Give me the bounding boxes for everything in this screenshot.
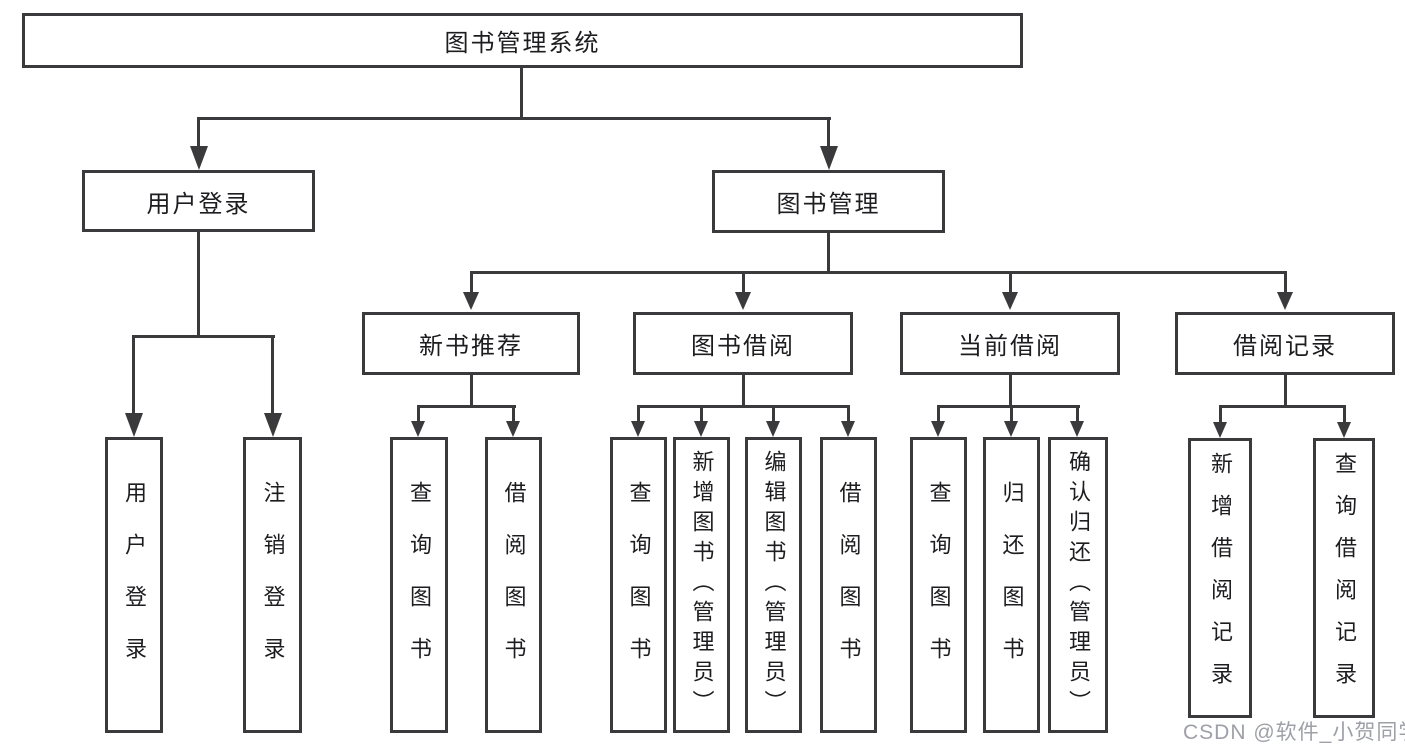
leaf-query-books-current: 查询图书 — [910, 437, 967, 733]
connector-leaf-drop — [637, 407, 640, 423]
arrow-down-icon — [766, 421, 780, 437]
arrow-down-icon — [631, 421, 645, 437]
connector-user-login-stem — [197, 232, 200, 337]
connector-leaf-drop — [847, 407, 850, 423]
node-current-borrow: 当前借阅 — [900, 312, 1120, 375]
connector-current-borrow-stem — [1009, 375, 1012, 407]
connector-to-book-management — [827, 118, 830, 148]
leaf-logout: 注销登录 — [243, 437, 302, 733]
connector-leaf-drop — [700, 407, 703, 423]
arrow-down-icon — [463, 292, 479, 310]
leaf-user-login: 用户登录 — [105, 437, 163, 733]
leaf-confirm-return-admin: 确认归还（管理员） — [1048, 437, 1108, 733]
connector-to-borrow-records — [1284, 272, 1287, 294]
arrow-down-icon — [190, 146, 208, 170]
connector-to-logout-leaf — [271, 337, 274, 415]
leaf-query-borrow-record: 查询借阅记录 — [1313, 438, 1375, 718]
watermark: CSDN @软件_小贺同学 — [1183, 721, 1405, 744]
connector-leaf-drop — [1343, 407, 1346, 424]
node-system-root: 图书管理系统 — [22, 13, 1023, 68]
arrow-down-icon — [1213, 422, 1227, 438]
connector-to-book-borrow — [742, 272, 745, 294]
node-book-borrow: 图书借阅 — [633, 312, 853, 375]
leaf-query-books-borrow: 查询图书 — [610, 437, 667, 733]
connector-book-mgmt-stem — [827, 233, 830, 273]
leaf-edit-book-admin: 编辑图书（管理员） — [745, 437, 802, 733]
connector-root-rail — [197, 117, 831, 120]
leaf-return-book: 归还图书 — [983, 437, 1040, 733]
node-book-management: 图书管理 — [712, 170, 945, 233]
leaf-borrow-books-recommend: 借阅图书 — [485, 437, 542, 733]
leaf-add-book-admin: 新增图书（管理员） — [673, 437, 730, 733]
connector-leaf-drop — [772, 407, 775, 423]
arrow-down-icon — [264, 413, 282, 437]
arrow-down-icon — [735, 292, 751, 310]
arrow-down-icon — [931, 421, 945, 437]
arrow-down-icon — [411, 421, 425, 437]
connector-to-new-book — [470, 272, 473, 294]
arrow-down-icon — [125, 413, 143, 437]
leaf-borrow-books: 借阅图书 — [820, 437, 877, 733]
connector-current-borrow-rail — [937, 405, 1080, 408]
connector-borrow-records-stem — [1284, 375, 1287, 407]
connector-borrow-records-rail — [1219, 405, 1346, 408]
connector-user-login-rail — [132, 335, 275, 338]
connector-new-book-stem — [470, 375, 473, 407]
connector-leaf-drop — [512, 407, 515, 423]
connector-book-borrow-stem — [742, 375, 745, 407]
connector-book-borrow-rail — [637, 405, 850, 408]
node-borrow-records: 借阅记录 — [1175, 312, 1395, 375]
arrow-down-icon — [1277, 292, 1293, 310]
connector-to-current-borrow — [1009, 272, 1012, 294]
arrow-down-icon — [694, 421, 708, 437]
arrow-down-icon — [820, 146, 838, 170]
connector-leaf-drop — [417, 407, 420, 423]
arrow-down-icon — [1002, 292, 1018, 310]
connector-leaf-drop — [1010, 407, 1013, 423]
arrow-down-icon — [1337, 422, 1351, 438]
node-new-book-recommend: 新书推荐 — [362, 312, 580, 375]
connector-to-user-login — [197, 118, 200, 148]
connector-to-login-leaf — [132, 337, 135, 415]
connector-root-stem — [520, 66, 523, 119]
arrow-down-icon — [1004, 421, 1018, 437]
connector-new-book-rail — [417, 405, 516, 408]
connector-leaf-drop — [1219, 407, 1222, 424]
node-user-login: 用户登录 — [82, 170, 315, 232]
leaf-query-books-recommend: 查询图书 — [390, 437, 448, 733]
arrow-down-icon — [1070, 421, 1084, 437]
connector-leaf-drop — [1076, 407, 1079, 423]
connector-leaf-drop — [937, 407, 940, 423]
arrow-down-icon — [841, 421, 855, 437]
leaf-add-borrow-record: 新增借阅记录 — [1188, 438, 1252, 718]
connector-book-mgmt-rail — [470, 271, 1287, 274]
arrow-down-icon — [506, 421, 520, 437]
